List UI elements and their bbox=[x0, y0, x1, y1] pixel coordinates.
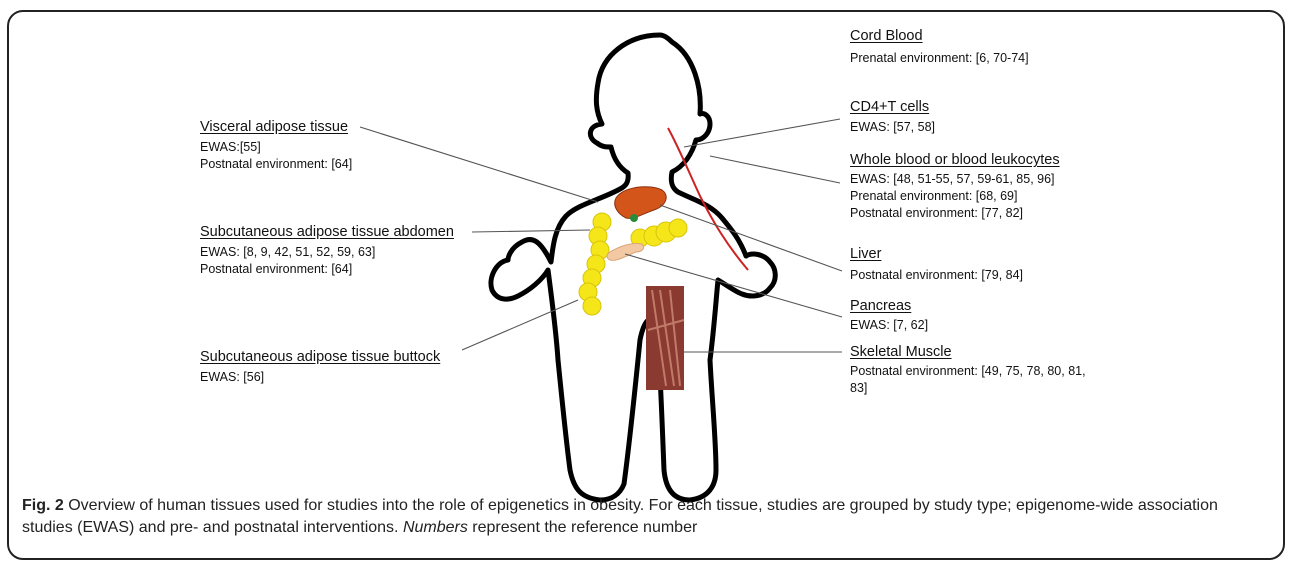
label-cord-blood: Cord Blood Prenatal environment: [6, 70-… bbox=[850, 27, 1029, 67]
label-title: Liver bbox=[850, 245, 1023, 263]
label-title: Visceral adipose tissue bbox=[200, 118, 352, 136]
caption-italic: Numbers bbox=[403, 519, 468, 536]
label-line: Prenatal environment: [6, 70-74] bbox=[850, 50, 1029, 67]
label-liver: Liver Postnatal environment: [79, 84] bbox=[850, 245, 1023, 284]
label-skeletal-muscle: Skeletal Muscle Postnatal environment: [… bbox=[850, 343, 1086, 397]
label-whole-blood: Whole blood or blood leukocytes EWAS: [4… bbox=[850, 151, 1060, 222]
label-line: Postnatal environment: [49, 75, 78, 80, … bbox=[850, 363, 1086, 380]
label-cd4: CD4+T cells EWAS: [57, 58] bbox=[850, 98, 935, 136]
caption-text-end: represent the reference number bbox=[468, 519, 697, 536]
label-visceral: Visceral adipose tissue EWAS:[55] Postna… bbox=[200, 118, 352, 173]
label-line: EWAS:[55] bbox=[200, 139, 352, 156]
label-subcut-abdomen: Subcutaneous adipose tissue abdomen EWAS… bbox=[200, 223, 454, 278]
skeletal-muscle-icon bbox=[646, 286, 684, 390]
label-line: EWAS: [8, 9, 42, 51, 52, 59, 63] bbox=[200, 244, 454, 261]
label-title: Cord Blood bbox=[850, 27, 1029, 45]
label-line: Prenatal environment: [68, 69] bbox=[850, 188, 1060, 205]
label-line: EWAS: [7, 62] bbox=[850, 317, 928, 334]
label-title: Whole blood or blood leukocytes bbox=[850, 151, 1060, 169]
label-line: Postnatal environment: [64] bbox=[200, 156, 352, 173]
label-line: Postnatal environment: [77, 82] bbox=[850, 205, 1060, 222]
body-outline bbox=[491, 35, 775, 500]
label-line: EWAS: [48, 51-55, 57, 59-61, 85, 96] bbox=[850, 171, 1060, 188]
label-title: Subcutaneous adipose tissue abdomen bbox=[200, 223, 454, 241]
figure-caption: Fig. 2 Overview of human tissues used fo… bbox=[22, 495, 1272, 539]
label-title: Pancreas bbox=[850, 297, 928, 315]
label-title: Skeletal Muscle bbox=[850, 343, 1086, 361]
label-title: Subcutaneous adipose tissue buttock bbox=[200, 348, 440, 366]
label-line: Postnatal environment: [64] bbox=[200, 261, 454, 278]
label-pancreas: Pancreas EWAS: [7, 62] bbox=[850, 297, 928, 334]
label-line: EWAS: [56] bbox=[200, 369, 440, 386]
connector-whole-blood bbox=[710, 156, 840, 183]
label-line: EWAS: [57, 58] bbox=[850, 119, 935, 136]
label-line: 83] bbox=[850, 380, 1086, 397]
connector-visceral bbox=[360, 127, 598, 202]
label-line: Postnatal environment: [79, 84] bbox=[850, 267, 1023, 284]
label-title: CD4+T cells bbox=[850, 98, 935, 116]
caption-fig-number: Fig. 2 bbox=[22, 497, 64, 514]
label-subcut-buttock: Subcutaneous adipose tissue buttock EWAS… bbox=[200, 348, 440, 386]
